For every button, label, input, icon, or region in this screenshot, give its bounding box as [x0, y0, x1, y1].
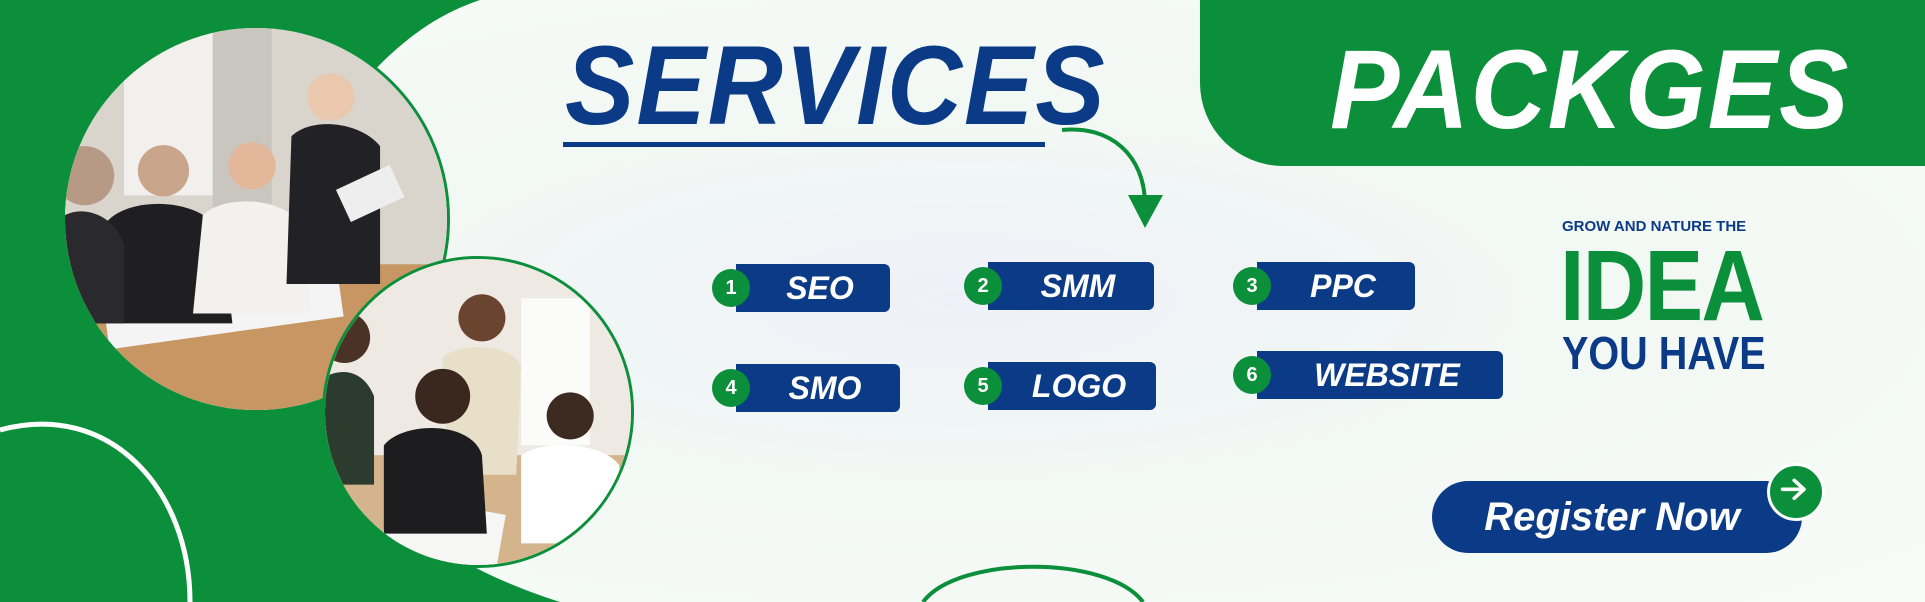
students-working-photo	[322, 256, 634, 568]
service-label: SMO	[736, 364, 900, 412]
tagline-idea: IDEA	[1560, 230, 1765, 342]
service-number: 5	[964, 367, 1002, 405]
arrow-right-icon[interactable]	[1767, 463, 1825, 521]
service-label: LOGO	[988, 362, 1156, 410]
service-number: 6	[1233, 356, 1271, 394]
service-number: 1	[712, 269, 750, 307]
curved-arrow-icon	[1061, 127, 1163, 228]
services-underline	[563, 142, 1045, 147]
service-number: 3	[1233, 267, 1271, 305]
tagline-small: GROW AND NATURE THE	[1562, 218, 1747, 235]
service-number: 4	[712, 369, 750, 407]
register-now-button[interactable]: Register Now	[1432, 481, 1802, 553]
service-label: SEO	[736, 264, 890, 312]
services-title: SERVICES	[565, 23, 1107, 148]
bottom-decorative-arc	[921, 564, 1145, 602]
service-label: WEBSITE	[1257, 351, 1503, 399]
packages-title: PACKGES	[1330, 27, 1851, 152]
service-label: SMM	[988, 262, 1154, 310]
service-label: PPC	[1257, 262, 1415, 310]
packages-header-pill	[1200, 0, 1925, 166]
tagline-you-have: YOU HAVE	[1562, 327, 1766, 379]
service-number: 2	[964, 267, 1002, 305]
